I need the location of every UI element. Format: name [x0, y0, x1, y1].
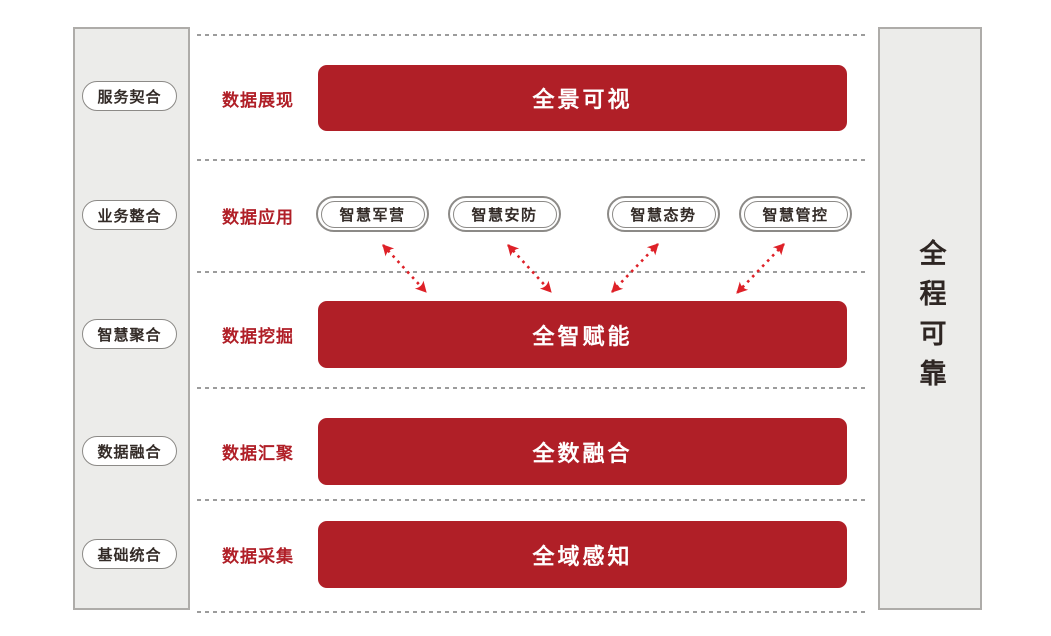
- side-pill: 业务整合: [82, 200, 177, 230]
- left-panel: [73, 27, 190, 610]
- layer-bar: 全数融合: [318, 418, 847, 485]
- app-pill: 智慧安防: [448, 196, 561, 232]
- app-pill: 智慧军营: [316, 196, 429, 232]
- category-label: 数据展现: [222, 90, 294, 110]
- double-arrow-icon: [382, 244, 427, 293]
- category-label: 数据汇聚: [222, 443, 294, 463]
- app-pill: 智慧管控: [739, 196, 852, 232]
- double-arrow-icon: [611, 243, 659, 293]
- app-pill: 智慧态势: [607, 196, 720, 232]
- layer-bar: 全智赋能: [318, 301, 847, 368]
- layer-bar: 全景可视: [318, 65, 847, 131]
- double-arrow-icon: [736, 243, 785, 294]
- side-pill: 基础统合: [82, 539, 177, 569]
- separator-line: [197, 159, 866, 161]
- app-pill-label: 智慧军营: [320, 200, 425, 228]
- separator-line: [197, 611, 866, 613]
- vertical-banner-label: 全程可靠: [915, 238, 946, 399]
- category-label: 数据挖掘: [222, 326, 294, 346]
- separator-line: [197, 271, 866, 273]
- side-pill: 数据融合: [82, 436, 177, 466]
- separator-line: [197, 499, 866, 501]
- app-pill-label: 智慧态势: [611, 200, 716, 228]
- side-pill: 服务契合: [82, 81, 177, 111]
- double-arrow-icon: [507, 244, 552, 293]
- layer-bar: 全域感知: [318, 521, 847, 588]
- side-pill: 智慧聚合: [82, 319, 177, 349]
- app-pill-label: 智慧安防: [452, 200, 557, 228]
- right-panel: 全程可靠: [878, 27, 982, 610]
- separator-line: [197, 387, 866, 389]
- category-label: 数据应用: [222, 207, 294, 227]
- separator-line: [197, 34, 866, 36]
- app-pill-label: 智慧管控: [743, 200, 848, 228]
- category-label: 数据采集: [222, 546, 294, 566]
